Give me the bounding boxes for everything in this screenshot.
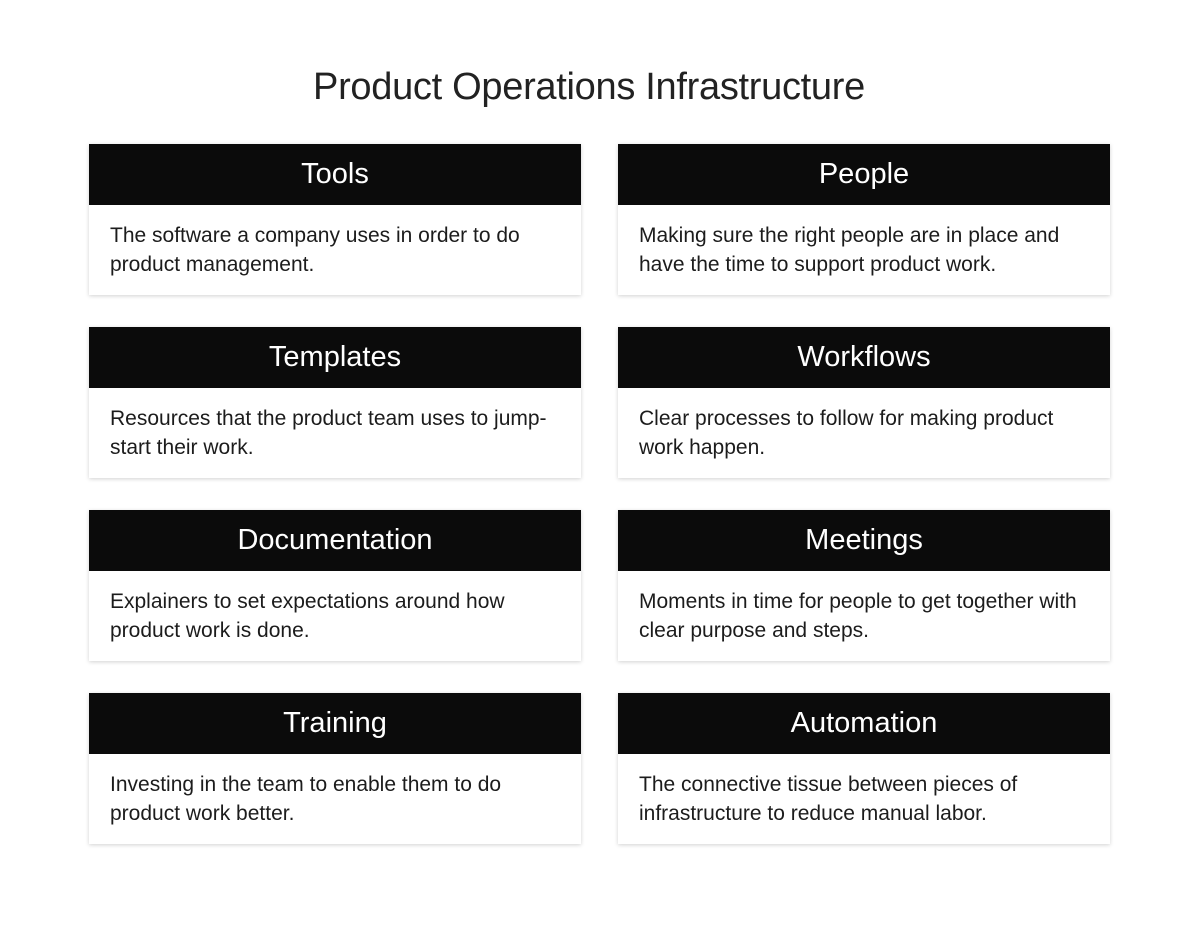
card-workflows: Workflows Clear processes to follow for … bbox=[618, 327, 1110, 478]
card-description: Resources that the product team uses to … bbox=[110, 407, 547, 459]
card-heading: Meetings bbox=[618, 510, 1110, 571]
card-description: The connective tissue between pieces of … bbox=[639, 773, 1018, 825]
card-documentation: Documentation Explainers to set expectat… bbox=[89, 510, 581, 661]
card-heading: Documentation bbox=[89, 510, 581, 571]
card-description: Moments in time for people to get togeth… bbox=[639, 590, 1077, 642]
card-heading: People bbox=[618, 144, 1110, 205]
card-description: Making sure the right people are in plac… bbox=[639, 224, 1060, 276]
infrastructure-grid: Tools The software a company uses in ord… bbox=[89, 144, 1110, 844]
card-people: People Making sure the right people are … bbox=[618, 144, 1110, 295]
card-meetings: Meetings Moments in time for people to g… bbox=[618, 510, 1110, 661]
card-heading: Templates bbox=[89, 327, 581, 388]
card-description: The software a company uses in order to … bbox=[110, 224, 520, 276]
card-description: Clear processes to follow for making pro… bbox=[639, 407, 1054, 459]
card-heading: Training bbox=[89, 693, 581, 754]
card-description: Explainers to set expectations around ho… bbox=[110, 590, 505, 642]
card-tools: Tools The software a company uses in ord… bbox=[89, 144, 581, 295]
card-automation: Automation The connective tissue between… bbox=[618, 693, 1110, 844]
card-heading: Workflows bbox=[618, 327, 1110, 388]
page-title: Product Operations Infrastructure bbox=[313, 66, 865, 108]
card-heading: Automation bbox=[618, 693, 1110, 754]
card-description: Investing in the team to enable them to … bbox=[110, 773, 502, 825]
card-templates: Templates Resources that the product tea… bbox=[89, 327, 581, 478]
card-training: Training Investing in the team to enable… bbox=[89, 693, 581, 844]
card-heading: Tools bbox=[89, 144, 581, 205]
